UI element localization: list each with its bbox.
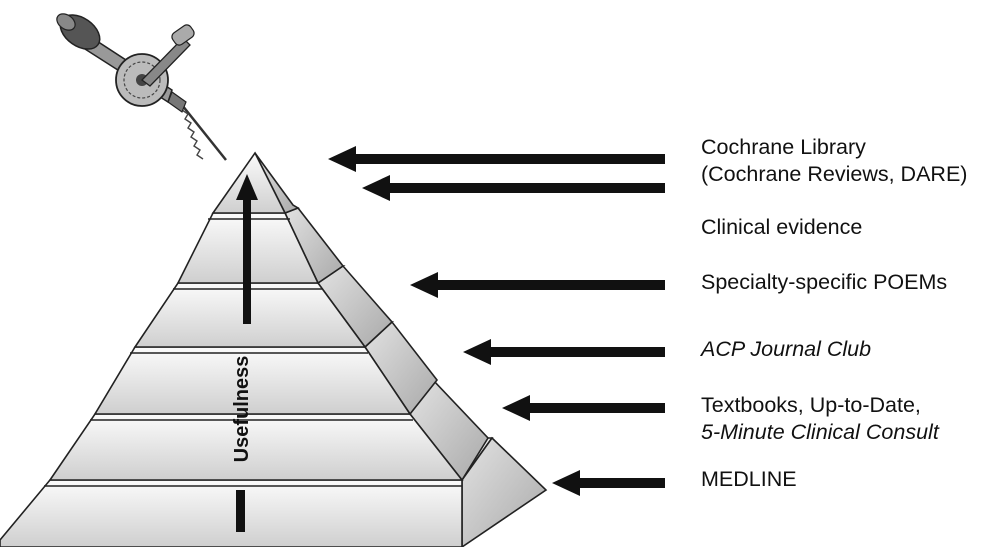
level-label-poems: Specialty-specific POEMs [701,269,947,296]
arrow-left-icon [552,470,665,496]
pyramid-tier-cochrane [213,153,298,213]
pyramid [0,153,546,547]
arrow-left-icon [362,175,665,201]
level-label-textbooks: Textbooks, Up-to-Date, 5-Minute Clinical… [701,392,939,446]
level-label-line: Specialty-specific POEMs [701,269,947,296]
level-label-line: 5-Minute Clinical Consult [701,419,939,446]
level-label-acp: ACP Journal Club [701,336,871,363]
level-label-line: Textbooks, Up-to-Date, [701,392,939,419]
level-label-cochrane: Cochrane Library (Cochrane Reviews, DARE… [701,134,967,188]
level-label-line: ACP Journal Club [701,336,871,363]
level-label-clinical-evidence: Clinical evidence [701,214,862,241]
hand-drill-icon [54,8,226,160]
arrow-left-icon [463,339,665,365]
usefulness-axis-label: Usefulness [231,356,253,463]
level-label-medline: MEDLINE [701,466,797,493]
level-label-line: Cochrane Library [701,134,967,161]
level-label-line: Clinical evidence [701,214,862,241]
level-label-line: (Cochrane Reviews, DARE) [701,161,967,188]
arrow-left-icon [410,272,665,298]
arrow-left-icon [502,395,665,421]
arrow-left-icon [328,146,665,172]
pyramid-tier-clinical-evidence [178,208,343,283]
level-label-line: MEDLINE [701,466,797,493]
